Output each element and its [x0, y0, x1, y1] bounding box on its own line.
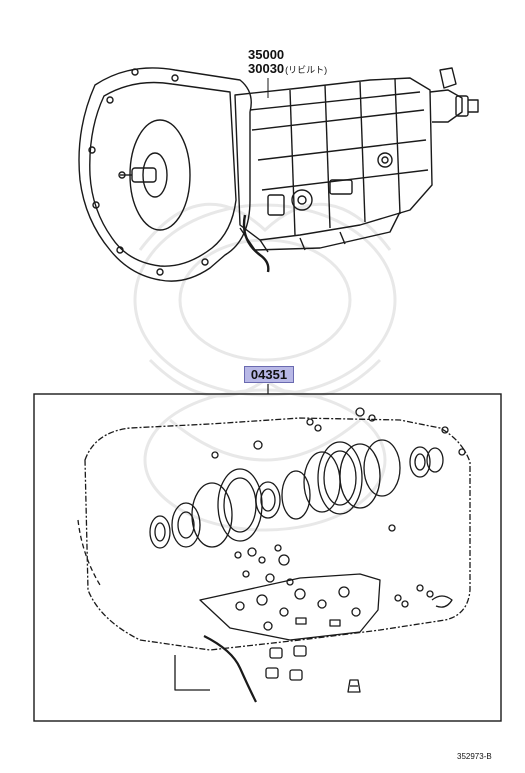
callout-rebuilt-note: (リビルト): [285, 65, 328, 75]
callout-part-number-b: 30030(リビルト): [248, 62, 327, 75]
callout-kit-number[interactable]: 04351: [244, 366, 294, 383]
callout-part-number-b-value: 30030: [248, 61, 285, 76]
kit-contents: [77, 407, 471, 703]
transmission-assembly: [78, 67, 479, 282]
figure-id: 352973-B: [457, 752, 492, 761]
callout-part-number-a: 35000: [248, 47, 285, 62]
kit-frame: [33, 393, 502, 722]
